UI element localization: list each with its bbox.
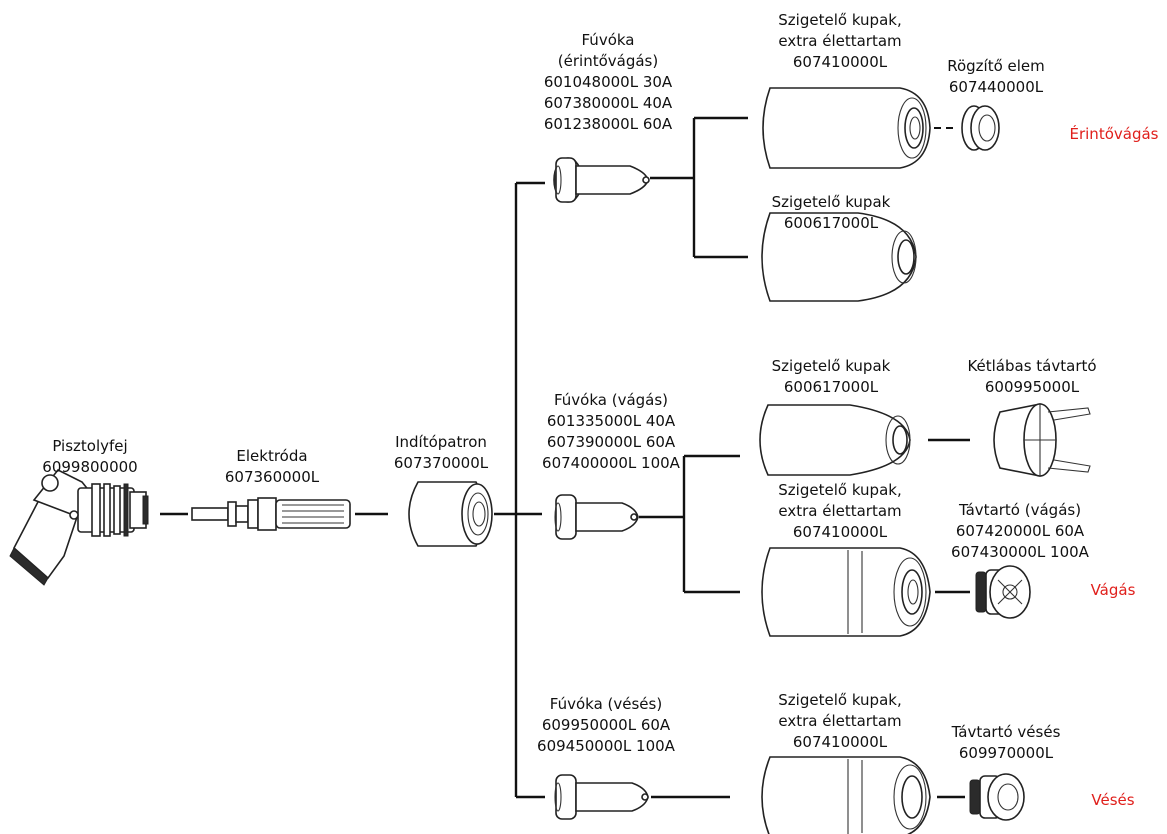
torch-head-drawing	[9, 468, 149, 586]
cap-extra-bot-line-1: Szigetelő kupak,	[778, 691, 902, 709]
nozzle-cut-code-1: 601335000L 40A	[546, 412, 676, 430]
cap-std-mid-label: Szigetelő kupak 600617000L	[756, 356, 906, 398]
standoff-gouge-code: 609970000L	[958, 744, 1054, 762]
cap-extra-mid-code: 607410000L	[792, 523, 888, 541]
standoff-cut-drawing	[975, 565, 1031, 619]
cap-std-top-line-1: Szigetelő kupak	[771, 193, 891, 211]
swirl-ring-drawing	[408, 481, 493, 547]
cap-extra-top-label: Szigetelő kupak, extra élettartam 607410…	[760, 10, 920, 73]
nozzle-cut-drawing	[554, 494, 639, 540]
nozzle-drag-code-2: 607380000L 40A	[543, 94, 673, 112]
nozzle-drag-drawing	[553, 157, 650, 203]
process-cut-label: Vágás	[1090, 581, 1136, 599]
retainer-name: Rögzítő elem	[947, 57, 1045, 75]
cap-std-mid-line-1: Szigetelő kupak	[771, 357, 891, 375]
nozzle-cut-name: Fúvóka (vágás)	[553, 391, 669, 409]
nozzle-drag-name: Fúvóka	[581, 31, 635, 49]
swirl-ring-code: 607370000L	[393, 454, 489, 472]
cap-extra-top-line-2: extra élettartam	[778, 32, 902, 50]
cap-extra-top-code: 607410000L	[792, 53, 888, 71]
nozzle-cut-code-2: 607390000L 60A	[546, 433, 676, 451]
retainer-drawing	[961, 105, 1000, 151]
connector-lines	[160, 116, 970, 799]
swirl-ring-label: Indítópatron 607370000L	[381, 432, 501, 474]
two-leg-standoff-code: 600995000L	[984, 378, 1080, 396]
standoff-cut-label: Távtartó (vágás) 607420000L 60A 60743000…	[935, 500, 1105, 563]
electrode-drawing	[191, 497, 351, 531]
retainer-label: Rögzítő elem 607440000L	[936, 56, 1056, 98]
standoff-gouge-drawing	[969, 773, 1025, 821]
nozzle-drag-code-1: 601048000L 30A	[543, 73, 673, 91]
nozzle-gouge-name: Fúvóka (vésés)	[549, 695, 663, 713]
electrode-code: 607360000L	[224, 468, 320, 486]
two-leg-standoff-label: Kétlábas távtartó 600995000L	[962, 356, 1102, 398]
nozzle-gouge-code-2: 609450000L 100A	[537, 737, 675, 755]
torch-label: Pisztolyfej 6099800000	[30, 436, 150, 478]
swirl-ring-name: Indítópatron	[395, 433, 487, 451]
shield-cap-standard-mid-drawing	[759, 404, 911, 476]
cap-extra-top-line-1: Szigetelő kupak,	[778, 11, 902, 29]
electrode-label: Elektróda 607360000L	[212, 446, 332, 488]
nozzle-cut-code-3: 607400000L 100A	[542, 454, 680, 472]
cap-extra-bot-label: Szigetelő kupak, extra élettartam 607410…	[760, 690, 920, 753]
torch-code: 6099800000	[42, 458, 138, 476]
standoff-cut-code-2: 607430000L 100A	[951, 543, 1089, 561]
two-leg-standoff-name: Kétlábas távtartó	[967, 357, 1097, 375]
nozzle-gouge-label: Fúvóka (vésés) 609950000L 60A 609450000L…	[526, 694, 686, 757]
process-gouge-label: Vésés	[1091, 791, 1135, 809]
cap-extra-bot-line-2: extra élettartam	[778, 712, 902, 730]
cap-std-top-label: Szigetelő kupak 600617000L	[756, 192, 906, 234]
torch-name: Pisztolyfej	[52, 437, 128, 455]
electrode-name: Elektróda	[236, 447, 308, 465]
nozzle-gouge-code-1: 609950000L 60A	[541, 716, 671, 734]
cap-extra-mid-line-1: Szigetelő kupak,	[778, 481, 902, 499]
nozzle-drag-name-2: (érintővágás)	[557, 52, 659, 70]
cap-std-mid-code: 600617000L	[783, 378, 879, 396]
standoff-cut-name: Távtartó (vágás)	[958, 501, 1082, 519]
shield-cap-extra-mid-drawing	[761, 547, 931, 637]
cap-std-top-code: 600617000L	[783, 214, 879, 232]
shield-cap-extra-top-drawing	[762, 87, 931, 169]
shield-cap-standard-top-drawing	[761, 212, 917, 302]
standoff-cut-code-1: 607420000L 60A	[955, 522, 1085, 540]
cap-extra-mid-label: Szigetelő kupak, extra élettartam 607410…	[760, 480, 920, 543]
standoff-gouge-label: Távtartó vésés 609970000L	[936, 722, 1076, 764]
shield-cap-extra-bot-drawing	[761, 756, 931, 834]
cap-extra-mid-line-2: extra élettartam	[778, 502, 902, 520]
cap-extra-bot-code: 607410000L	[792, 733, 888, 751]
nozzle-drag-code-3: 601238000L 60A	[543, 115, 673, 133]
two-leg-standoff-drawing	[993, 403, 1091, 477]
nozzle-drag-label: Fúvóka (érintővágás) 601048000L 30A 6073…	[528, 30, 688, 135]
standoff-gouge-name: Távtartó vésés	[951, 723, 1061, 741]
nozzle-cut-label: Fúvóka (vágás) 601335000L 40A 607390000L…	[526, 390, 696, 474]
retainer-code: 607440000L	[948, 78, 1044, 96]
nozzle-gouge-drawing	[554, 774, 649, 820]
process-drag-label: Érintővágás	[1069, 125, 1159, 143]
